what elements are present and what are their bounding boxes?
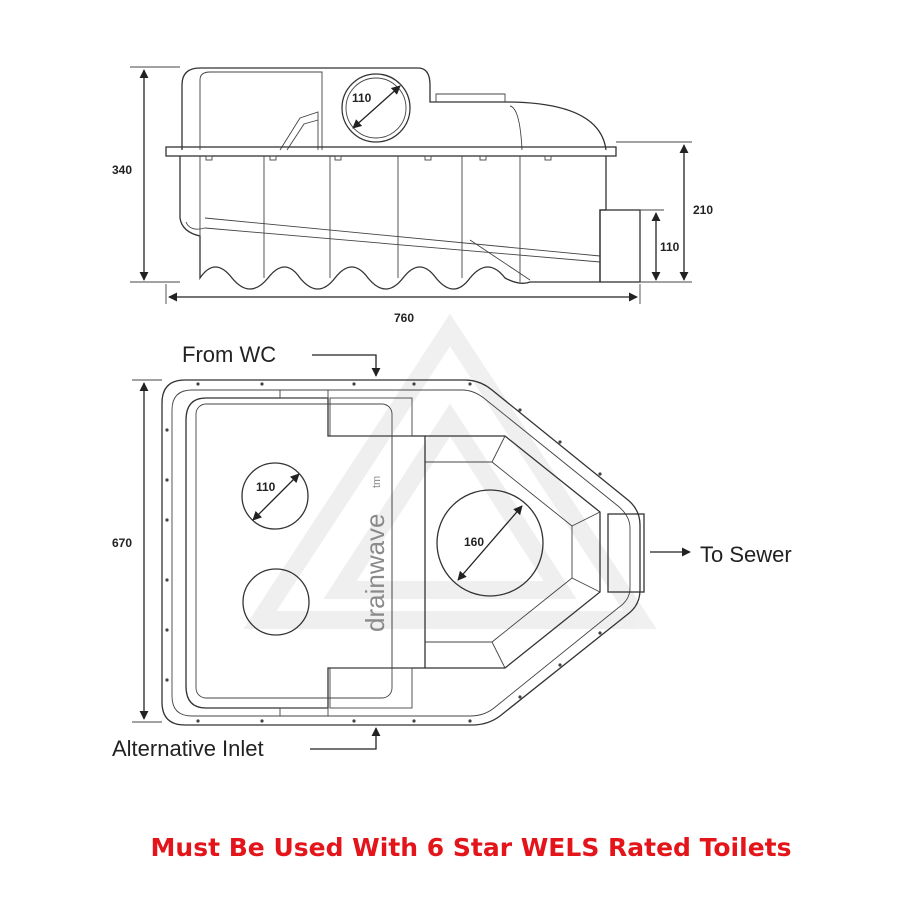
overall-height-label: 340 xyxy=(112,163,132,177)
top-inlet-110-circle xyxy=(241,462,309,530)
top-outlet-spigot xyxy=(607,513,645,593)
overall-depth-label: 670 xyxy=(112,536,132,550)
to-sewer-label: To Sewer xyxy=(700,542,792,567)
top-inlet-diameter-label: 110 xyxy=(256,480,276,494)
brand-wordmark: drainwave xyxy=(360,513,390,632)
brand-tm: tm xyxy=(371,476,383,488)
top-outlet-160-circle xyxy=(436,489,544,597)
top-view-outlet-channel xyxy=(425,435,601,669)
top-view-outline xyxy=(161,379,641,726)
top-alternative-inlet-circle xyxy=(242,568,310,636)
dim-outlet-height-total: 210 xyxy=(616,141,713,283)
overall-width-label: 760 xyxy=(394,311,414,325)
side-inlet-circle xyxy=(341,73,411,143)
side-view-top-shell xyxy=(181,67,607,151)
side-view-flange xyxy=(165,146,617,157)
dim-outlet-height: 110 xyxy=(640,209,680,281)
side-view: 110 340 xyxy=(112,66,713,325)
top-view: 110 160 drainwave tm 670 From WC Alterna… xyxy=(112,342,792,761)
wels-rating-notice: Must Be Used With 6 Star WELS Rated Toil… xyxy=(151,833,792,862)
outlet-height-total-label: 210 xyxy=(693,203,713,217)
top-outlet-diameter-label: 160 xyxy=(464,535,484,549)
dim-overall-height: 340 xyxy=(112,66,180,283)
watermark-logo xyxy=(243,313,657,629)
side-outlet-spigot xyxy=(599,209,641,283)
rim-fixing-holes xyxy=(165,382,602,723)
side-view-lower-body xyxy=(179,156,607,290)
dim-overall-depth: 670 xyxy=(112,379,162,723)
outlet-height-label: 110 xyxy=(660,240,680,254)
from-wc-label: From WC xyxy=(182,342,276,367)
side-inlet-diameter-label: 110 xyxy=(352,91,372,105)
dim-overall-width: 760 xyxy=(165,284,641,325)
alternative-inlet-label: Alternative Inlet xyxy=(112,736,264,761)
